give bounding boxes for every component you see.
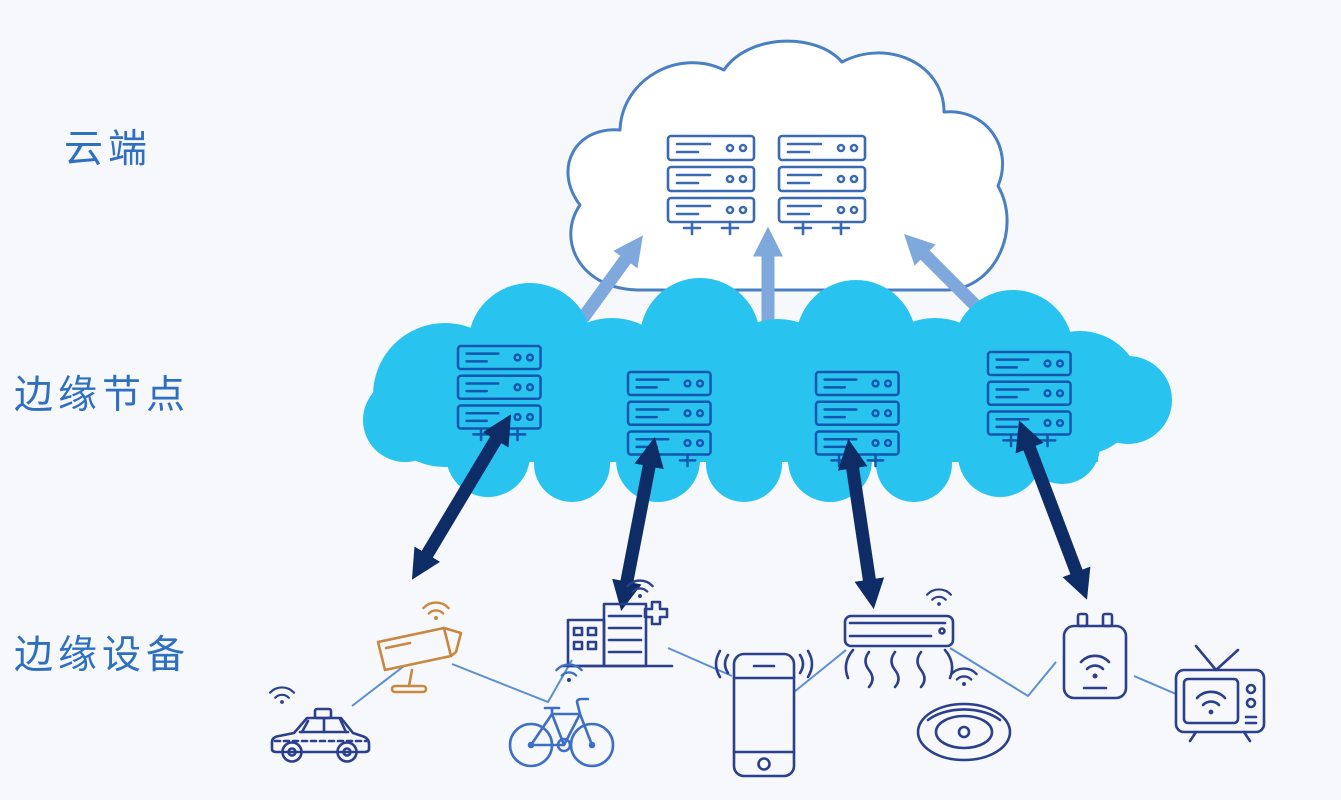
car-icon <box>268 686 371 763</box>
link-plug-tv <box>1133 675 1177 695</box>
television-icon <box>1174 644 1266 743</box>
cloud-outline <box>566 39 1009 292</box>
link-car-camera <box>351 665 405 707</box>
arrow-edge-device-1 <box>411 414 512 580</box>
edge-devices-layer-label: 边缘设备 <box>14 634 191 677</box>
bicycle-icon <box>508 663 615 768</box>
arrow-edge-device-2 <box>612 437 664 611</box>
cloud-layer-label: 云端 <box>64 128 153 171</box>
air-conditioner-icon <box>843 588 955 689</box>
smartphone-icon <box>714 649 814 778</box>
link-camera-bike-building <box>451 659 573 704</box>
robot-vacuum-icon <box>916 667 1012 762</box>
link-phone-ac <box>793 649 847 693</box>
link-building-phone <box>667 647 733 677</box>
smart-plug-icon <box>1062 612 1128 700</box>
cctv-camera-icon <box>376 601 463 694</box>
link-ac-vacuum-plug <box>949 647 1057 698</box>
edge-nodes-layer-label: 边缘节点 <box>14 374 191 417</box>
edge-device-arrows <box>411 414 1091 611</box>
edge-devices-layer <box>268 579 1266 778</box>
cloud-layer <box>566 39 1009 292</box>
arrow-edge-device-3 <box>837 438 885 610</box>
arrow-edge-to-cloud-left <box>577 235 643 322</box>
hospital-building-icon <box>560 579 674 668</box>
arrow-edge-device-4 <box>1015 420 1091 600</box>
